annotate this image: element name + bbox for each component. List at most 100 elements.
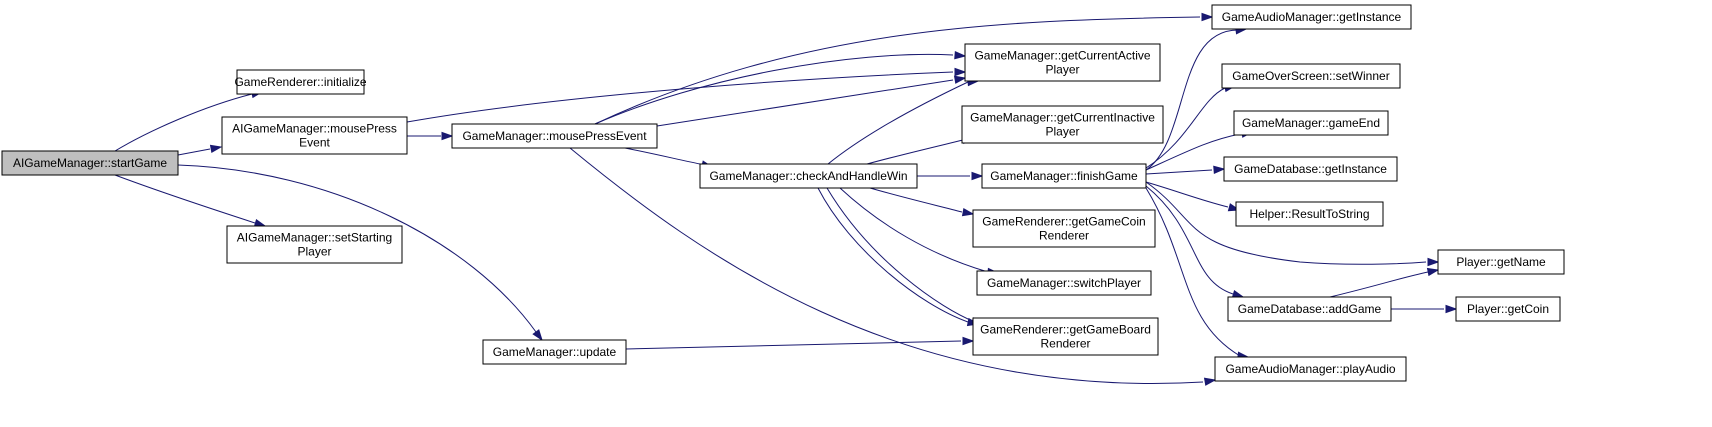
edge-arrowhead (1445, 304, 1458, 314)
node-player-coin[interactable]: Player::getCoin (1455, 296, 1561, 322)
edge-gm_update-to-gr_board (625, 336, 975, 350)
node-box[interactable] (1227, 296, 1392, 322)
node-gdb-add[interactable]: GameDatabase::addGame (1227, 296, 1392, 322)
node-gm-mouse[interactable]: GameManager::mousePressEvent (451, 123, 658, 149)
edge-line (1145, 29, 1239, 171)
node-label: AIGameManager::setStarting (237, 231, 392, 245)
node-label: GameDatabase::addGame (1238, 302, 1382, 316)
node-label: GameManager::update (493, 345, 617, 359)
edge-arrowhead (962, 336, 975, 346)
node-box[interactable] (482, 339, 627, 365)
edge-arrowhead (961, 207, 975, 217)
node-player-name[interactable]: Player::getName (1437, 249, 1565, 275)
node-box[interactable] (226, 225, 403, 264)
edge-gm_finish-to-player_name (1145, 181, 1440, 267)
node-box[interactable] (1, 150, 179, 176)
node-box[interactable] (976, 270, 1152, 296)
edge-line (1145, 87, 1226, 169)
edge-gm_check-to-gm_finish (917, 171, 984, 181)
nodes-layer: AIGameManager::startGame GameRenderer::in… (1, 4, 1565, 382)
edge-arrowhead (953, 75, 967, 84)
node-ai-mouse[interactable]: AIGameManager::mousePressEvent (221, 116, 408, 155)
node-box[interactable] (221, 116, 408, 155)
edge-line (826, 187, 976, 323)
edge-arrowhead (954, 50, 967, 60)
node-box[interactable] (236, 69, 365, 95)
edge-start-to-gm_update (177, 164, 543, 342)
node-label: GameManager::switchPlayer (987, 276, 1141, 290)
node-gm-finish[interactable]: GameManager::finishGame (981, 163, 1147, 189)
edge-gm_check-to-gr_coin (869, 187, 975, 217)
edge-gm_finish-to-gam_play (1145, 187, 1250, 360)
node-box[interactable] (972, 209, 1156, 248)
edge-arrowhead (1426, 267, 1440, 277)
node-label: GameRenderer::initialize (234, 75, 366, 89)
node-label: Player (1045, 125, 1079, 139)
node-box[interactable] (972, 317, 1159, 356)
node-gr-init[interactable]: GameRenderer::initialize (234, 69, 367, 95)
edge-line (625, 340, 962, 350)
node-label: GameManager::mousePressEvent (462, 129, 647, 143)
node-label: Renderer (1040, 337, 1090, 351)
edge-line (817, 187, 969, 323)
node-gos-winner[interactable]: GameOverScreen::setWinner (1221, 63, 1401, 89)
node-gm-switch[interactable]: GameManager::switchPlayer (976, 270, 1152, 296)
edge-arrowhead (253, 218, 267, 228)
node-box[interactable] (451, 123, 658, 149)
node-label: GameAudioManager::playAudio (1225, 362, 1395, 376)
node-box[interactable] (1233, 110, 1389, 136)
node-start[interactable]: AIGameManager::startGame (1, 150, 179, 176)
edge-line (624, 147, 701, 165)
node-box[interactable] (1221, 63, 1401, 89)
edge-line (839, 187, 989, 273)
edge-line (1329, 271, 1429, 298)
node-label: GameAudioManager::getInstance (1222, 10, 1402, 24)
node-label: Player::getName (1456, 255, 1546, 269)
node-gm-check[interactable]: GameManager::checkAndHandleWin (699, 163, 918, 189)
node-box[interactable] (1437, 249, 1565, 275)
node-box[interactable] (1214, 356, 1407, 382)
node-box[interactable] (699, 163, 918, 189)
edge-line (114, 174, 256, 224)
edge-arrowhead (1231, 289, 1245, 299)
edge-gm_check-to-gr_board (817, 187, 980, 327)
node-gdb-inst[interactable]: GameDatabase::getInstance (1223, 156, 1398, 182)
node-box[interactable] (1455, 296, 1561, 322)
node-gm-gameend[interactable]: GameManager::gameEnd (1233, 110, 1389, 136)
node-gam-play[interactable]: GameAudioManager::playAudio (1214, 356, 1407, 382)
edge-ai_mouse-to-gm_curact (406, 67, 967, 123)
edge-line (406, 71, 954, 123)
node-label: GameManager::gameEnd (1242, 116, 1380, 130)
edge-arrowhead (1427, 257, 1440, 267)
node-box[interactable] (961, 105, 1164, 144)
node-box[interactable] (964, 43, 1161, 82)
node-gm-update[interactable]: GameManager::update (482, 339, 627, 365)
edge-line (1145, 187, 1241, 357)
edge-gm_check-to-gm_curinact (866, 135, 975, 165)
node-box[interactable] (1235, 201, 1384, 227)
edge-line (1145, 181, 1427, 265)
node-label: Renderer (1039, 229, 1089, 243)
edge-line (656, 79, 954, 127)
node-label: GameManager::checkAndHandleWin (709, 169, 907, 183)
edge-line (569, 147, 1204, 384)
edge-gm_finish-to-gdb_add (1145, 185, 1245, 299)
node-helper-rts[interactable]: Helper::ResultToString (1235, 201, 1384, 227)
edge-line (177, 148, 211, 156)
node-label: GameManager::getCurrentInactive (970, 111, 1155, 125)
node-box[interactable] (1223, 156, 1398, 182)
edge-arrowhead (1203, 377, 1217, 386)
edge-gm_mouse-to-gam_inst (594, 12, 1214, 125)
edge-gm_mouse-to-gm_curact (594, 50, 967, 125)
node-box[interactable] (981, 163, 1147, 189)
node-box[interactable] (1211, 4, 1412, 30)
node-gam-inst[interactable]: GameAudioManager::getInstance (1211, 4, 1412, 30)
edge-gm_check-to-gm_curact (827, 77, 980, 165)
edge-arrowhead (1201, 12, 1214, 22)
